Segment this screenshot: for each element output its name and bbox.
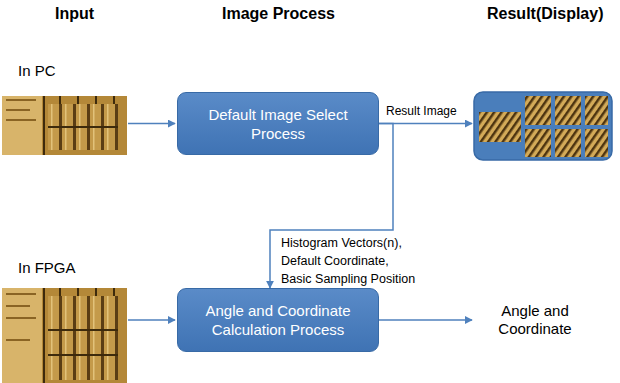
column-header: Result(Display) [487, 4, 603, 23]
output-arrow [379, 319, 472, 321]
process-label: Default Image Select Process [190, 105, 366, 143]
annotation-label: Angle and Coordinate [480, 302, 590, 338]
input-arrow [128, 123, 175, 125]
process-box: Angle and Coordinate Calculation Process [177, 288, 379, 352]
pcb-photo [2, 96, 127, 155]
pcb-photo [2, 288, 127, 383]
input-arrow [128, 319, 175, 321]
process-label: Angle and Coordinate Calculation Process [190, 301, 366, 339]
annotation-label: Result Image [386, 104, 457, 118]
column-header: Input [55, 4, 94, 23]
result-display [474, 92, 612, 160]
edge-label: Histogram Vectors(n), Default Coordinate… [280, 234, 421, 288]
process-box: Default Image Select Process [177, 92, 379, 155]
column-header: Image Process [222, 4, 335, 23]
row-label: In PC [18, 62, 56, 80]
row-label: In FPGA [18, 259, 76, 277]
